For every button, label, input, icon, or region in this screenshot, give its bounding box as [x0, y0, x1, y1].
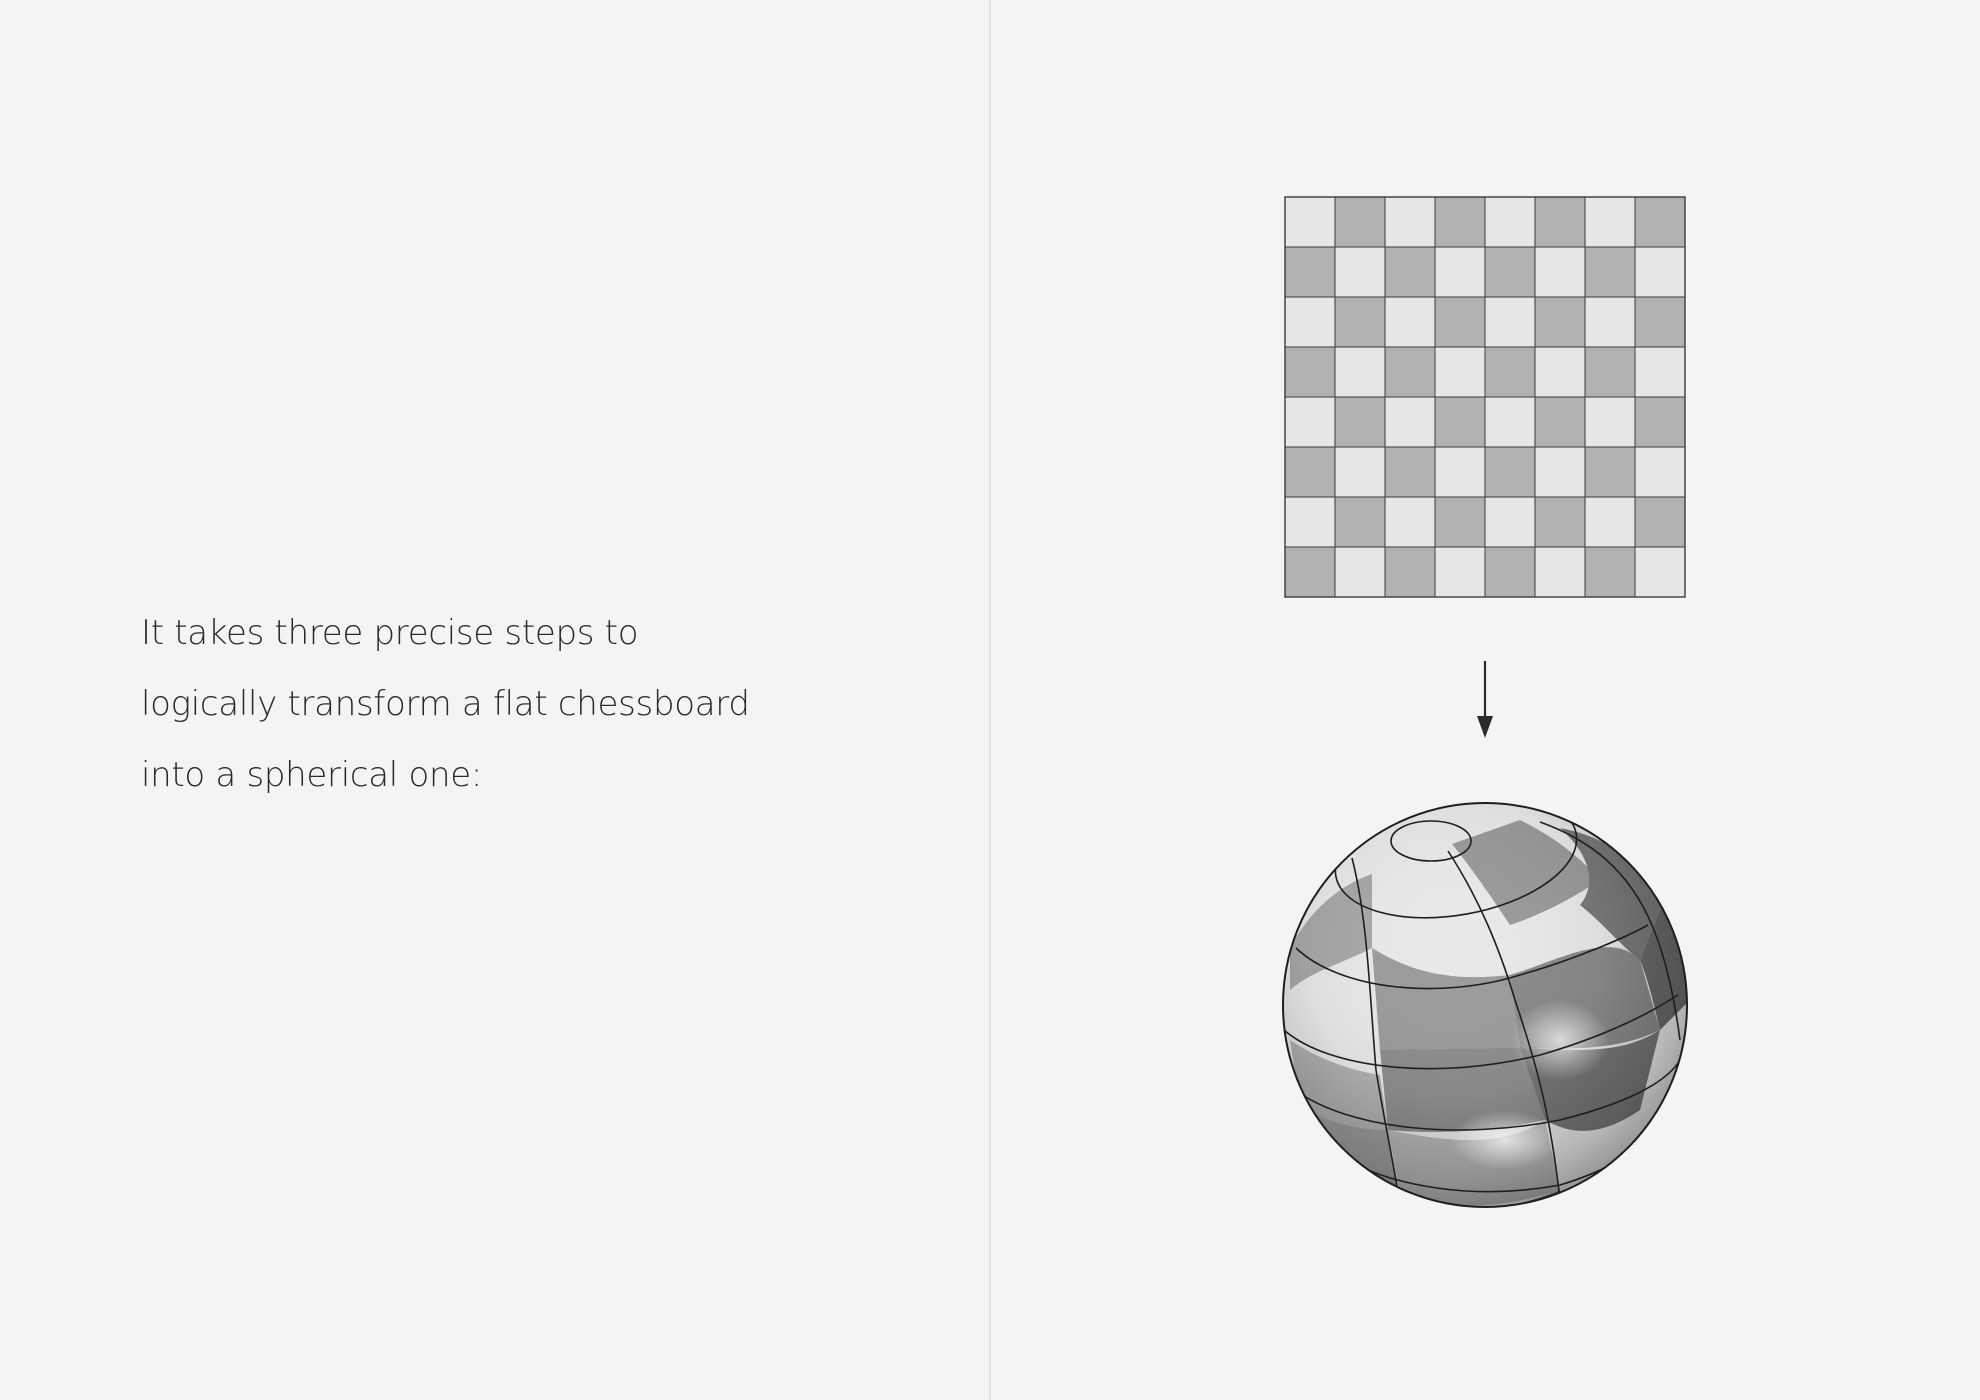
light-square	[1384, 496, 1436, 548]
dark-square	[1634, 196, 1686, 248]
light-square	[1584, 396, 1636, 448]
dark-square	[1584, 446, 1636, 498]
dark-square	[1484, 246, 1536, 298]
page-gutter	[989, 0, 991, 1400]
dark-square	[1434, 396, 1486, 448]
dark-square	[1534, 396, 1586, 448]
dark-square	[1284, 346, 1336, 398]
light-square	[1634, 446, 1686, 498]
light-square	[1434, 346, 1486, 398]
light-square	[1434, 446, 1486, 498]
light-square	[1534, 346, 1586, 398]
board-border	[1284, 196, 1686, 598]
dark-square	[1284, 546, 1336, 598]
light-square	[1484, 496, 1536, 548]
light-square	[1484, 396, 1536, 448]
spherical-chessboard	[1282, 802, 1688, 1208]
caption-text: It takes three precise steps to logicall…	[141, 598, 861, 811]
light-square	[1484, 296, 1536, 348]
dark-square	[1634, 296, 1686, 348]
dark-square	[1534, 296, 1586, 348]
light-square	[1634, 246, 1686, 298]
dark-square	[1334, 496, 1386, 548]
dark-square	[1434, 196, 1486, 248]
light-square	[1284, 496, 1336, 548]
light-square	[1434, 546, 1486, 598]
dark-square	[1384, 546, 1436, 598]
dark-square	[1334, 196, 1386, 248]
dark-square	[1584, 546, 1636, 598]
caption-line-3: into a spherical one:	[141, 755, 482, 795]
light-square	[1384, 396, 1436, 448]
light-square	[1534, 246, 1586, 298]
dark-square	[1384, 246, 1436, 298]
dark-square	[1484, 546, 1536, 598]
dark-square	[1484, 346, 1536, 398]
light-square	[1634, 546, 1686, 598]
light-square	[1634, 346, 1686, 398]
light-square	[1334, 346, 1386, 398]
caption-line-2: logically transform a flat chessboard	[141, 684, 750, 724]
dark-square	[1584, 246, 1636, 298]
dark-square	[1534, 496, 1586, 548]
dark-square	[1434, 296, 1486, 348]
light-square	[1284, 296, 1336, 348]
light-square	[1584, 496, 1636, 548]
light-square	[1484, 196, 1536, 248]
dark-square	[1334, 296, 1386, 348]
light-square	[1384, 296, 1436, 348]
light-square	[1534, 446, 1586, 498]
light-square	[1584, 296, 1636, 348]
light-square	[1334, 446, 1386, 498]
sphere-grid-lines	[1283, 803, 1681, 1206]
light-square	[1334, 546, 1386, 598]
dark-square	[1634, 396, 1686, 448]
flat-chessboard	[1284, 196, 1686, 598]
dark-square	[1334, 396, 1386, 448]
down-arrow-icon	[1477, 661, 1493, 738]
dark-square	[1284, 246, 1336, 298]
dark-square	[1284, 446, 1336, 498]
caption-line-1: It takes three precise steps to	[141, 613, 639, 653]
light-square	[1434, 246, 1486, 298]
light-square	[1534, 546, 1586, 598]
dark-square	[1534, 196, 1586, 248]
light-square	[1284, 396, 1336, 448]
dark-square	[1384, 446, 1436, 498]
light-square	[1384, 196, 1436, 248]
dark-square	[1484, 446, 1536, 498]
dark-square	[1434, 496, 1486, 548]
light-square	[1334, 246, 1386, 298]
light-square	[1284, 196, 1336, 248]
light-square	[1584, 196, 1636, 248]
left-page: It takes three precise steps to logicall…	[0, 0, 989, 1400]
dark-square	[1584, 346, 1636, 398]
dark-square	[1634, 496, 1686, 548]
dark-square	[1384, 346, 1436, 398]
